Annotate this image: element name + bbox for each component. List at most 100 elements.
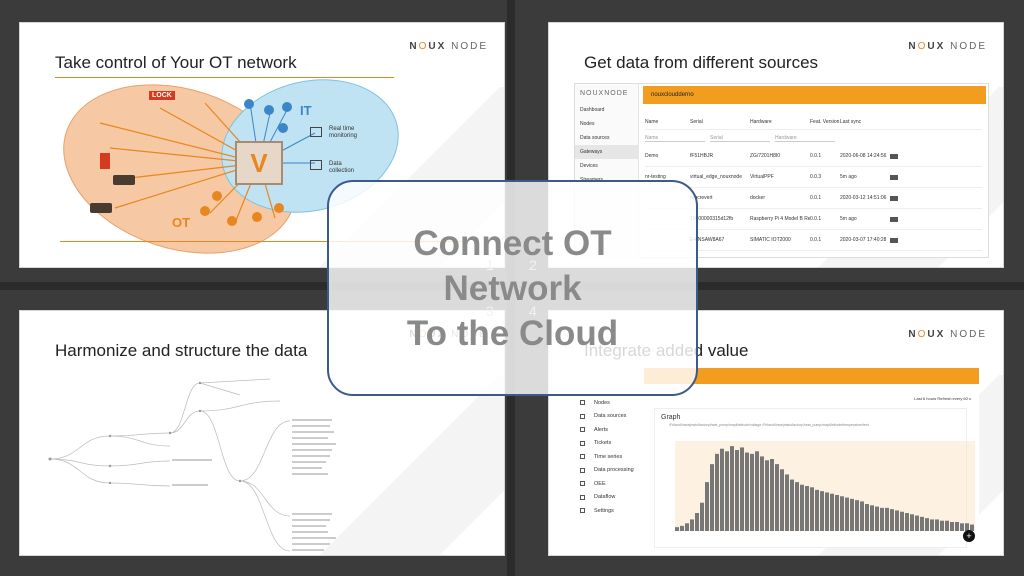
chart-bar (855, 500, 859, 531)
sidebar-item[interactable]: Alerts (574, 423, 649, 437)
chart-bar (970, 524, 974, 531)
chart-bar (715, 453, 719, 531)
sidebar-item[interactable]: Devices (580, 163, 598, 169)
overlay-line-2: Network (443, 268, 582, 308)
user-icon (244, 99, 254, 109)
app-logo: NOUXNODE (580, 90, 629, 97)
chart-bar (840, 496, 844, 531)
chart-bar (785, 474, 789, 531)
user-icon (264, 105, 274, 115)
chart-bar (880, 507, 884, 531)
chart-bar (705, 482, 709, 531)
it-item-collection: Data collection (329, 161, 355, 174)
chart-bar (750, 453, 754, 531)
chart-bar (800, 484, 804, 531)
chart-bar (830, 493, 834, 531)
chart-bar (745, 452, 749, 531)
sidebar-item[interactable]: Dashboard (580, 107, 605, 113)
user-icon (252, 212, 262, 222)
sidebar-item[interactable]: Dataflow (574, 491, 649, 505)
user-icon (278, 123, 288, 133)
noux-logo: NOUX NODE (908, 329, 987, 340)
sidebar-item[interactable]: Data processing (574, 464, 649, 478)
sidebar-item[interactable]: Settings (574, 504, 649, 518)
user-icon (212, 191, 222, 201)
sidebar-item[interactable]: Tickets (574, 437, 649, 451)
chart-bar (895, 510, 899, 531)
add-button[interactable]: + (963, 530, 975, 542)
time-range-toolbar[interactable]: Last 6 hours Refresh every 60 s (914, 396, 971, 401)
slide-added-value[interactable]: Integrate added value NOUX NODE Last 6 h… (548, 310, 1004, 556)
chart-bar (925, 518, 929, 531)
overlay-line-1: Connect OT (413, 223, 612, 263)
chart-bar (860, 501, 864, 531)
slide-title: Take control of Your OT network (55, 53, 297, 72)
chart-bar (825, 492, 829, 531)
chart-bar (815, 489, 819, 531)
server-icon (113, 175, 135, 185)
chart-bar (690, 519, 694, 531)
chart-bar (945, 520, 949, 531)
ot-label: OT (172, 215, 191, 230)
chart-bar (780, 469, 784, 531)
server-icon (90, 203, 112, 213)
chart-bar (850, 498, 854, 531)
slide-data-sources[interactable]: Get data from different sources NOUX NOD… (548, 22, 1004, 268)
chart-bar (795, 482, 799, 531)
user-icon (200, 206, 210, 216)
chart-bar (910, 514, 914, 531)
sidebar-item[interactable]: Nodes (574, 396, 649, 410)
chart-bar (730, 446, 734, 531)
chart-bar (810, 487, 814, 531)
chart-bar (820, 491, 824, 531)
noux-logo: NOUX NODE (908, 41, 987, 52)
sidebar-item[interactable]: OEE (574, 477, 649, 491)
gateways-app-screenshot: NOUXNODE Dashboard Nodes Data sources Ga… (574, 83, 989, 259)
chart-bar (885, 507, 889, 531)
chart-bar (740, 447, 744, 531)
noux-node-hub: V (235, 141, 283, 185)
sidebar-item[interactable]: Nodes (580, 121, 595, 127)
user-icon (282, 102, 292, 112)
chart-bar (680, 525, 684, 531)
app-topbar (644, 368, 979, 384)
sidebar-item[interactable]: Time series (574, 450, 649, 464)
chart-bar (875, 506, 879, 531)
chart-bar (775, 464, 779, 531)
bottom-rule (60, 241, 464, 242)
chart-bar (695, 513, 699, 531)
chart-bar (965, 523, 969, 531)
chart-bar (955, 522, 959, 531)
graph-title: Graph (661, 414, 681, 421)
sidebar-item[interactable]: Data sources (580, 135, 610, 141)
chart-bar (770, 459, 774, 531)
time-series-chart (675, 441, 975, 531)
sidebar-item[interactable]: Data sources (574, 410, 649, 424)
lock-badge: LOCK (149, 91, 175, 100)
slide-title: Get data from different sources (584, 53, 819, 72)
chart-bar (915, 515, 919, 531)
title-rule (55, 77, 394, 78)
chart-bar (685, 523, 689, 531)
chart-bar (710, 464, 714, 531)
slide-ot-network[interactable]: Take control of Your OT network NOUX NOD… (19, 22, 505, 268)
chart-bar (755, 451, 759, 531)
chart-bar (920, 516, 924, 531)
chart-bar (940, 520, 944, 531)
chart-bar (935, 519, 939, 531)
chart-bar (845, 497, 849, 531)
chart-bar (950, 522, 954, 531)
app-sidebar: Nodes Data sources Alerts Tickets Time s… (574, 396, 649, 518)
chart-bar (765, 460, 769, 531)
chart-bar (760, 456, 764, 531)
chart-bar (900, 511, 904, 531)
sidebar-item[interactable]: Gateways (575, 145, 638, 159)
